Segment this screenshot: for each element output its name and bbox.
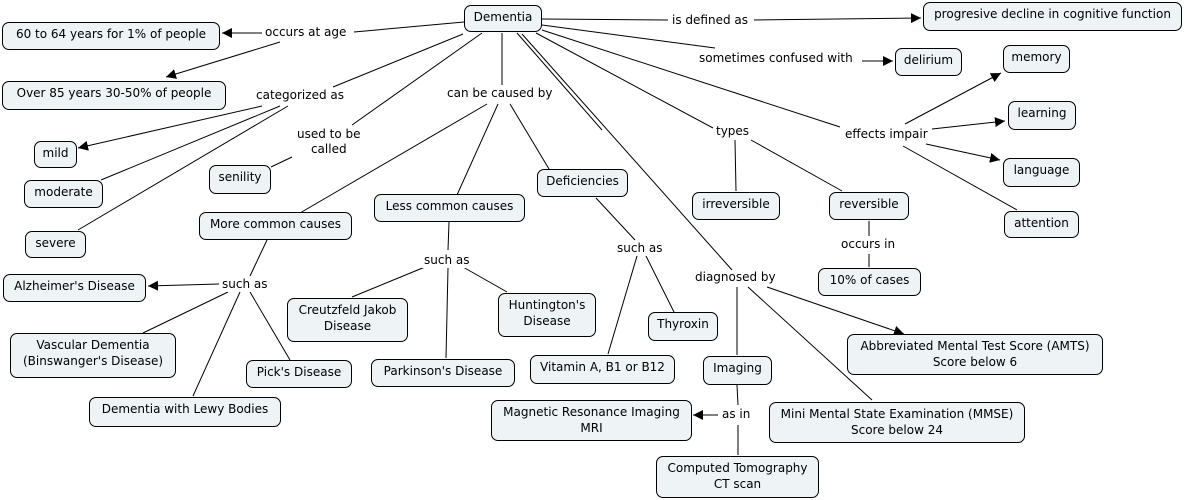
node-imaging[interactable]: Imaging xyxy=(703,356,772,385)
node-dementia[interactable]: Dementia xyxy=(464,5,542,32)
node-age-60-64[interactable]: 60 to 64 years for 1% of people xyxy=(2,22,220,50)
link-is-defined-as: is defined as xyxy=(670,13,750,28)
link-occurs-in: occurs in xyxy=(839,237,898,252)
node-huntingtons[interactable]: Huntington's Disease xyxy=(498,293,596,337)
node-definition[interactable]: progresive decline in cognitive function xyxy=(923,2,1182,31)
node-cjd[interactable]: Creutzfeld Jakob Disease xyxy=(287,298,408,342)
node-memory[interactable]: memory xyxy=(1003,45,1070,73)
link-such-as-less-common: such as xyxy=(422,253,472,268)
node-ct[interactable]: Computed Tomography CT scan xyxy=(656,456,819,498)
node-vascular-dementia[interactable]: Vascular Dementia (Binswanger's Disease) xyxy=(10,333,176,378)
node-moderate[interactable]: moderate xyxy=(24,180,103,208)
link-effects-impair: effects impair xyxy=(843,127,930,142)
link-as-in: as in xyxy=(720,407,753,422)
node-severe[interactable]: severe xyxy=(25,231,86,258)
node-mmse[interactable]: Mini Mental State Examination (MMSE) Sco… xyxy=(769,402,1025,443)
link-diagnosed-by: diagnosed by xyxy=(693,270,778,285)
node-reversible[interactable]: reversible xyxy=(829,192,909,220)
node-picks[interactable]: Pick's Disease xyxy=(246,360,352,388)
node-irreversible[interactable]: irreversible xyxy=(692,192,780,220)
node-mild[interactable]: mild xyxy=(34,141,77,168)
node-language[interactable]: language xyxy=(1003,158,1080,187)
link-such-as-more-common: such as xyxy=(220,277,270,292)
link-types: types xyxy=(714,124,752,139)
node-learning[interactable]: learning xyxy=(1008,101,1076,130)
node-age-over-85[interactable]: Over 85 years 30-50% of people xyxy=(2,81,226,110)
node-thyroxin[interactable]: Thyroxin xyxy=(648,312,718,341)
node-delirium[interactable]: delirium xyxy=(895,48,962,76)
link-sometimes-confused-with: sometimes confused with xyxy=(697,51,855,66)
node-less-common-causes[interactable]: Less common causes xyxy=(374,194,525,222)
node-more-common-causes[interactable]: More common causes xyxy=(199,212,352,240)
node-vitamin[interactable]: Vitamin A, B1 or B12 xyxy=(530,355,675,384)
node-ten-percent[interactable]: 10% of cases xyxy=(818,268,921,296)
node-deficiencies[interactable]: Deficiencies xyxy=(537,169,628,197)
node-mri[interactable]: Magnetic Resonance Imaging MRI xyxy=(491,400,692,441)
link-such-as-deficiencies: such as xyxy=(615,241,665,256)
node-senility[interactable]: senility xyxy=(209,165,271,194)
node-attention[interactable]: attention xyxy=(1004,211,1079,238)
link-categorized-as: categorized as xyxy=(254,88,346,103)
link-can-be-caused-by: can be caused by xyxy=(445,86,555,101)
link-used-to-be-called: used to be called xyxy=(295,127,363,157)
node-lewy-bodies[interactable]: Dementia with Lewy Bodies xyxy=(89,397,281,427)
link-occurs-at-age: occurs at age xyxy=(263,25,349,40)
node-alzheimers[interactable]: Alzheimer's Disease xyxy=(3,274,146,302)
node-parkinsons[interactable]: Parkinson's Disease xyxy=(371,359,515,387)
node-amts[interactable]: Abbreviated Mental Test Score (AMTS) Sco… xyxy=(847,334,1103,375)
